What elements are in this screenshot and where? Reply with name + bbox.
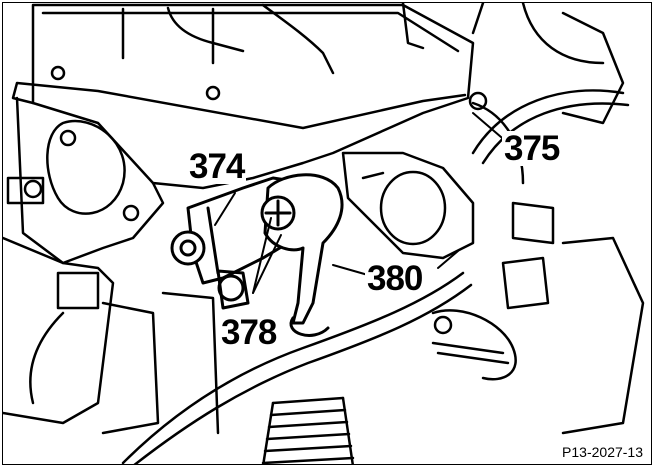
callout-375: 375 [502, 129, 562, 168]
valve-cover [11, 3, 475, 190]
callout-374: 374 [187, 147, 247, 186]
right-side-components [401, 3, 645, 435]
line-drawing [3, 3, 645, 464]
figure-id: P13-2027-13 [560, 444, 645, 460]
callout-380: 380 [365, 259, 425, 298]
hose [121, 89, 630, 464]
timing-cover [6, 96, 165, 265]
mount-housing [341, 151, 475, 260]
bellows [261, 396, 355, 464]
hose-clamp [431, 309, 517, 381]
callout-378: 378 [219, 313, 279, 352]
arm-380-drawing [260, 173, 344, 337]
engine-block [3, 236, 220, 435]
